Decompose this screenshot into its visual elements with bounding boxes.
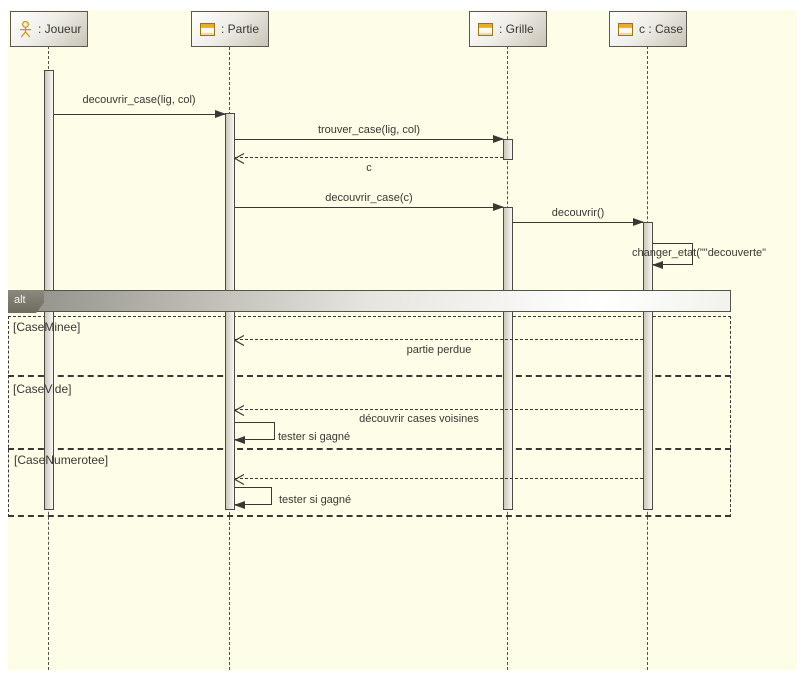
message-decouvrir-case-c[interactable] (235, 203, 504, 211)
message-decouvrir-case[interactable] (54, 110, 226, 118)
message-label: tester si gagné (279, 494, 352, 506)
message-label: partie perdue (406, 344, 472, 356)
filled-arrowhead-icon (633, 218, 644, 226)
filled-arrowhead-icon (493, 135, 504, 143)
activation-bar-grille-2[interactable] (503, 207, 513, 510)
message-label: trouver_case(lig, col) (317, 124, 421, 136)
lifeline-name: : Grille (499, 22, 534, 36)
activation-bar-grille-1[interactable] (503, 139, 513, 160)
return-message-c[interactable] (234, 152, 503, 164)
lifeline-head-joueur[interactable]: : Joueur (10, 11, 88, 47)
open-arrowhead-icon (234, 404, 245, 416)
self-message-tester-si-gagne-2[interactable] (234, 487, 272, 509)
message-decouvrir[interactable] (513, 218, 644, 226)
message-label: tester si gagné (278, 431, 351, 443)
message-label: changer_etat(""decouverte" (632, 247, 767, 259)
open-arrowhead-icon (234, 334, 245, 346)
filled-arrowhead-icon (652, 261, 663, 269)
return-message-decouvrir-cases-voisines[interactable] (234, 404, 643, 416)
return-message-partie-perdue[interactable] (234, 334, 643, 346)
alt-fragment-divider (8, 375, 731, 377)
filled-arrowhead-icon (215, 110, 226, 118)
lifeline-name: c : Case (639, 22, 684, 36)
lifeline-head-case[interactable]: c : Case (609, 11, 687, 47)
message-label: decouvrir() (551, 207, 605, 219)
guard-case-vide[interactable]: [CaseVide] (13, 382, 72, 396)
alt-fragment-header-bar[interactable] (8, 290, 731, 312)
filled-arrowhead-icon (493, 203, 504, 211)
guard-case-minee[interactable]: [CaseMinee] (13, 320, 81, 334)
message-label: decouvrir_case(lig, col) (82, 94, 196, 106)
message-label: c (366, 162, 372, 174)
guard-case-numerotee[interactable]: [CaseNumerotee] (14, 453, 109, 467)
self-message-changer-etat[interactable] (652, 243, 693, 269)
message-label: decouvrir_case(c) (325, 192, 413, 204)
open-arrowhead-icon (234, 152, 245, 164)
filled-arrowhead-icon (234, 501, 245, 509)
actor-icon (19, 20, 32, 38)
lifeline-name: : Partie (221, 22, 260, 36)
alt-fragment-operator-tab[interactable]: alt (8, 290, 44, 313)
diagram-canvas (8, 10, 797, 670)
alt-fragment-sections (8, 316, 731, 517)
open-arrowhead-icon (234, 473, 245, 485)
class-icon (618, 22, 633, 36)
lifeline-head-partie[interactable]: : Partie (191, 11, 269, 47)
message-trouver-case[interactable] (235, 135, 504, 143)
activation-bar-case[interactable] (643, 222, 653, 510)
self-message-tester-si-gagne-1[interactable] (234, 422, 275, 444)
alt-fragment-divider (8, 448, 731, 450)
class-icon (200, 22, 215, 36)
message-label: découvrir cases voisines (359, 413, 479, 425)
class-icon (478, 22, 493, 36)
filled-arrowhead-icon (234, 436, 245, 444)
lifeline-name: : Joueur (38, 22, 82, 36)
lifeline-head-grille[interactable]: : Grille (469, 11, 547, 47)
return-message-unlabeled[interactable] (234, 473, 643, 485)
